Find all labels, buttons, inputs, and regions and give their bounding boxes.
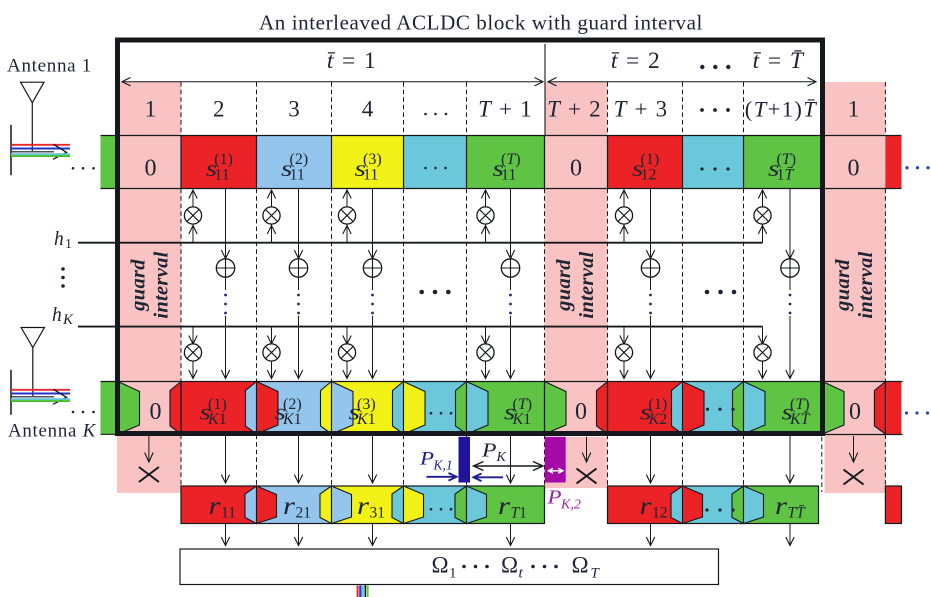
svg-text:Antenna K: Antenna K [8,421,97,442]
svg-text:11: 11 [501,167,516,184]
svg-text:T + 3: T + 3 [614,97,669,122]
svg-text:(3): (3) [357,396,376,413]
svg-text:K,2: K,2 [560,498,581,513]
svg-text:K1: K1 [282,411,302,428]
svg-text:r: r [283,493,295,520]
svg-text:r: r [209,493,221,520]
svg-text:r: r [357,493,369,520]
svg-text:P: P [546,487,561,509]
svg-text:interval: interval [855,251,877,318]
svg-text:r: r [640,493,652,520]
svg-text:11: 11 [290,167,305,184]
svg-text:h: h [52,305,62,326]
svg-text:Ω: Ω [572,553,589,578]
svg-text:(1): (1) [208,396,227,413]
svg-text:interval: interval [151,251,173,318]
svg-text:h: h [54,229,64,250]
svg-text:0: 0 [145,156,157,182]
svg-text:t̄ = 1: t̄ = 1 [327,48,377,74]
svg-text:(T+1)T̄: (T+1)T̄ [745,97,817,122]
svg-text:3: 3 [288,97,300,122]
svg-text:t̄ = T̄: t̄ = T̄ [753,48,805,74]
svg-text:11: 11 [363,167,378,184]
svg-text:K1: K1 [207,411,227,428]
svg-text:4: 4 [362,97,374,122]
svg-text:11: 11 [221,505,236,522]
svg-text:s: s [640,400,652,426]
svg-text:(1): (1) [641,151,660,168]
svg-text:T1: T1 [511,505,527,522]
svg-text:P: P [419,449,435,470]
svg-text:1: 1 [848,97,860,122]
svg-text:T: T [591,566,601,582]
svg-text:31: 31 [370,505,386,522]
svg-text:T + 2: T + 2 [547,97,602,122]
svg-text:Ω: Ω [432,553,449,578]
svg-text:KT̄: KT̄ [789,411,811,428]
svg-text:K2: K2 [648,411,668,428]
svg-text:Antenna 1: Antenna 1 [7,56,92,77]
svg-text:K: K [62,312,74,328]
svg-text:guard: guard [832,259,854,312]
svg-text:0: 0 [575,399,587,425]
svg-text:0: 0 [848,156,860,182]
svg-text:12: 12 [652,505,668,522]
svg-text:12: 12 [641,167,657,184]
svg-text:s: s [493,156,505,182]
svg-text:1: 1 [65,237,72,252]
svg-text:s: s [632,156,644,182]
svg-text:(2): (2) [283,396,302,413]
svg-text:s: s [281,156,293,182]
svg-text:(T): (T) [513,396,533,413]
svg-text:(T): (T) [501,151,521,168]
svg-text:r: r [498,493,510,520]
svg-text:An interleaved ACLDC block wit: An interleaved ACLDC block with guard in… [259,11,703,35]
svg-text:K: K [496,450,507,465]
svg-text:K1: K1 [512,411,532,428]
svg-text:s: s [206,156,218,182]
svg-text:T + 1: T + 1 [478,97,533,122]
svg-text:guard: guard [128,259,150,312]
svg-text:s: s [200,400,212,426]
svg-text:11: 11 [214,167,229,184]
svg-text:2: 2 [213,97,225,122]
svg-text:K,1: K,1 [433,458,453,473]
svg-text:1T̄: 1T̄ [777,167,795,184]
svg-text:(T): (T) [790,396,810,413]
svg-text:(2): (2) [290,151,309,168]
svg-text:1: 1 [145,97,157,122]
svg-text:K1: K1 [356,411,376,428]
svg-text:0: 0 [849,399,861,425]
svg-text:guard: guard [553,259,575,312]
svg-text:21: 21 [296,505,312,522]
svg-text:s: s [349,400,361,426]
svg-text:(3): (3) [363,151,382,168]
svg-text:(1): (1) [214,151,233,168]
svg-text:0: 0 [150,399,162,425]
svg-text:s: s [782,400,794,426]
svg-text:t: t [519,566,524,582]
svg-text:P: P [481,440,497,462]
svg-text:1: 1 [449,566,457,582]
svg-text:Ω: Ω [501,553,518,578]
svg-text:s: s [275,400,287,426]
svg-text:t̄ = 2: t̄ = 2 [611,48,661,74]
svg-text:0: 0 [570,156,582,182]
svg-text:s: s [504,400,516,426]
svg-text:TT̄: TT̄ [788,505,807,522]
svg-text:r: r [775,493,787,520]
svg-text:(T): (T) [777,151,797,168]
svg-text:(1): (1) [649,396,668,413]
svg-text:s: s [355,156,367,182]
svg-text:interval: interval [576,251,598,318]
svg-text:s: s [768,156,780,182]
